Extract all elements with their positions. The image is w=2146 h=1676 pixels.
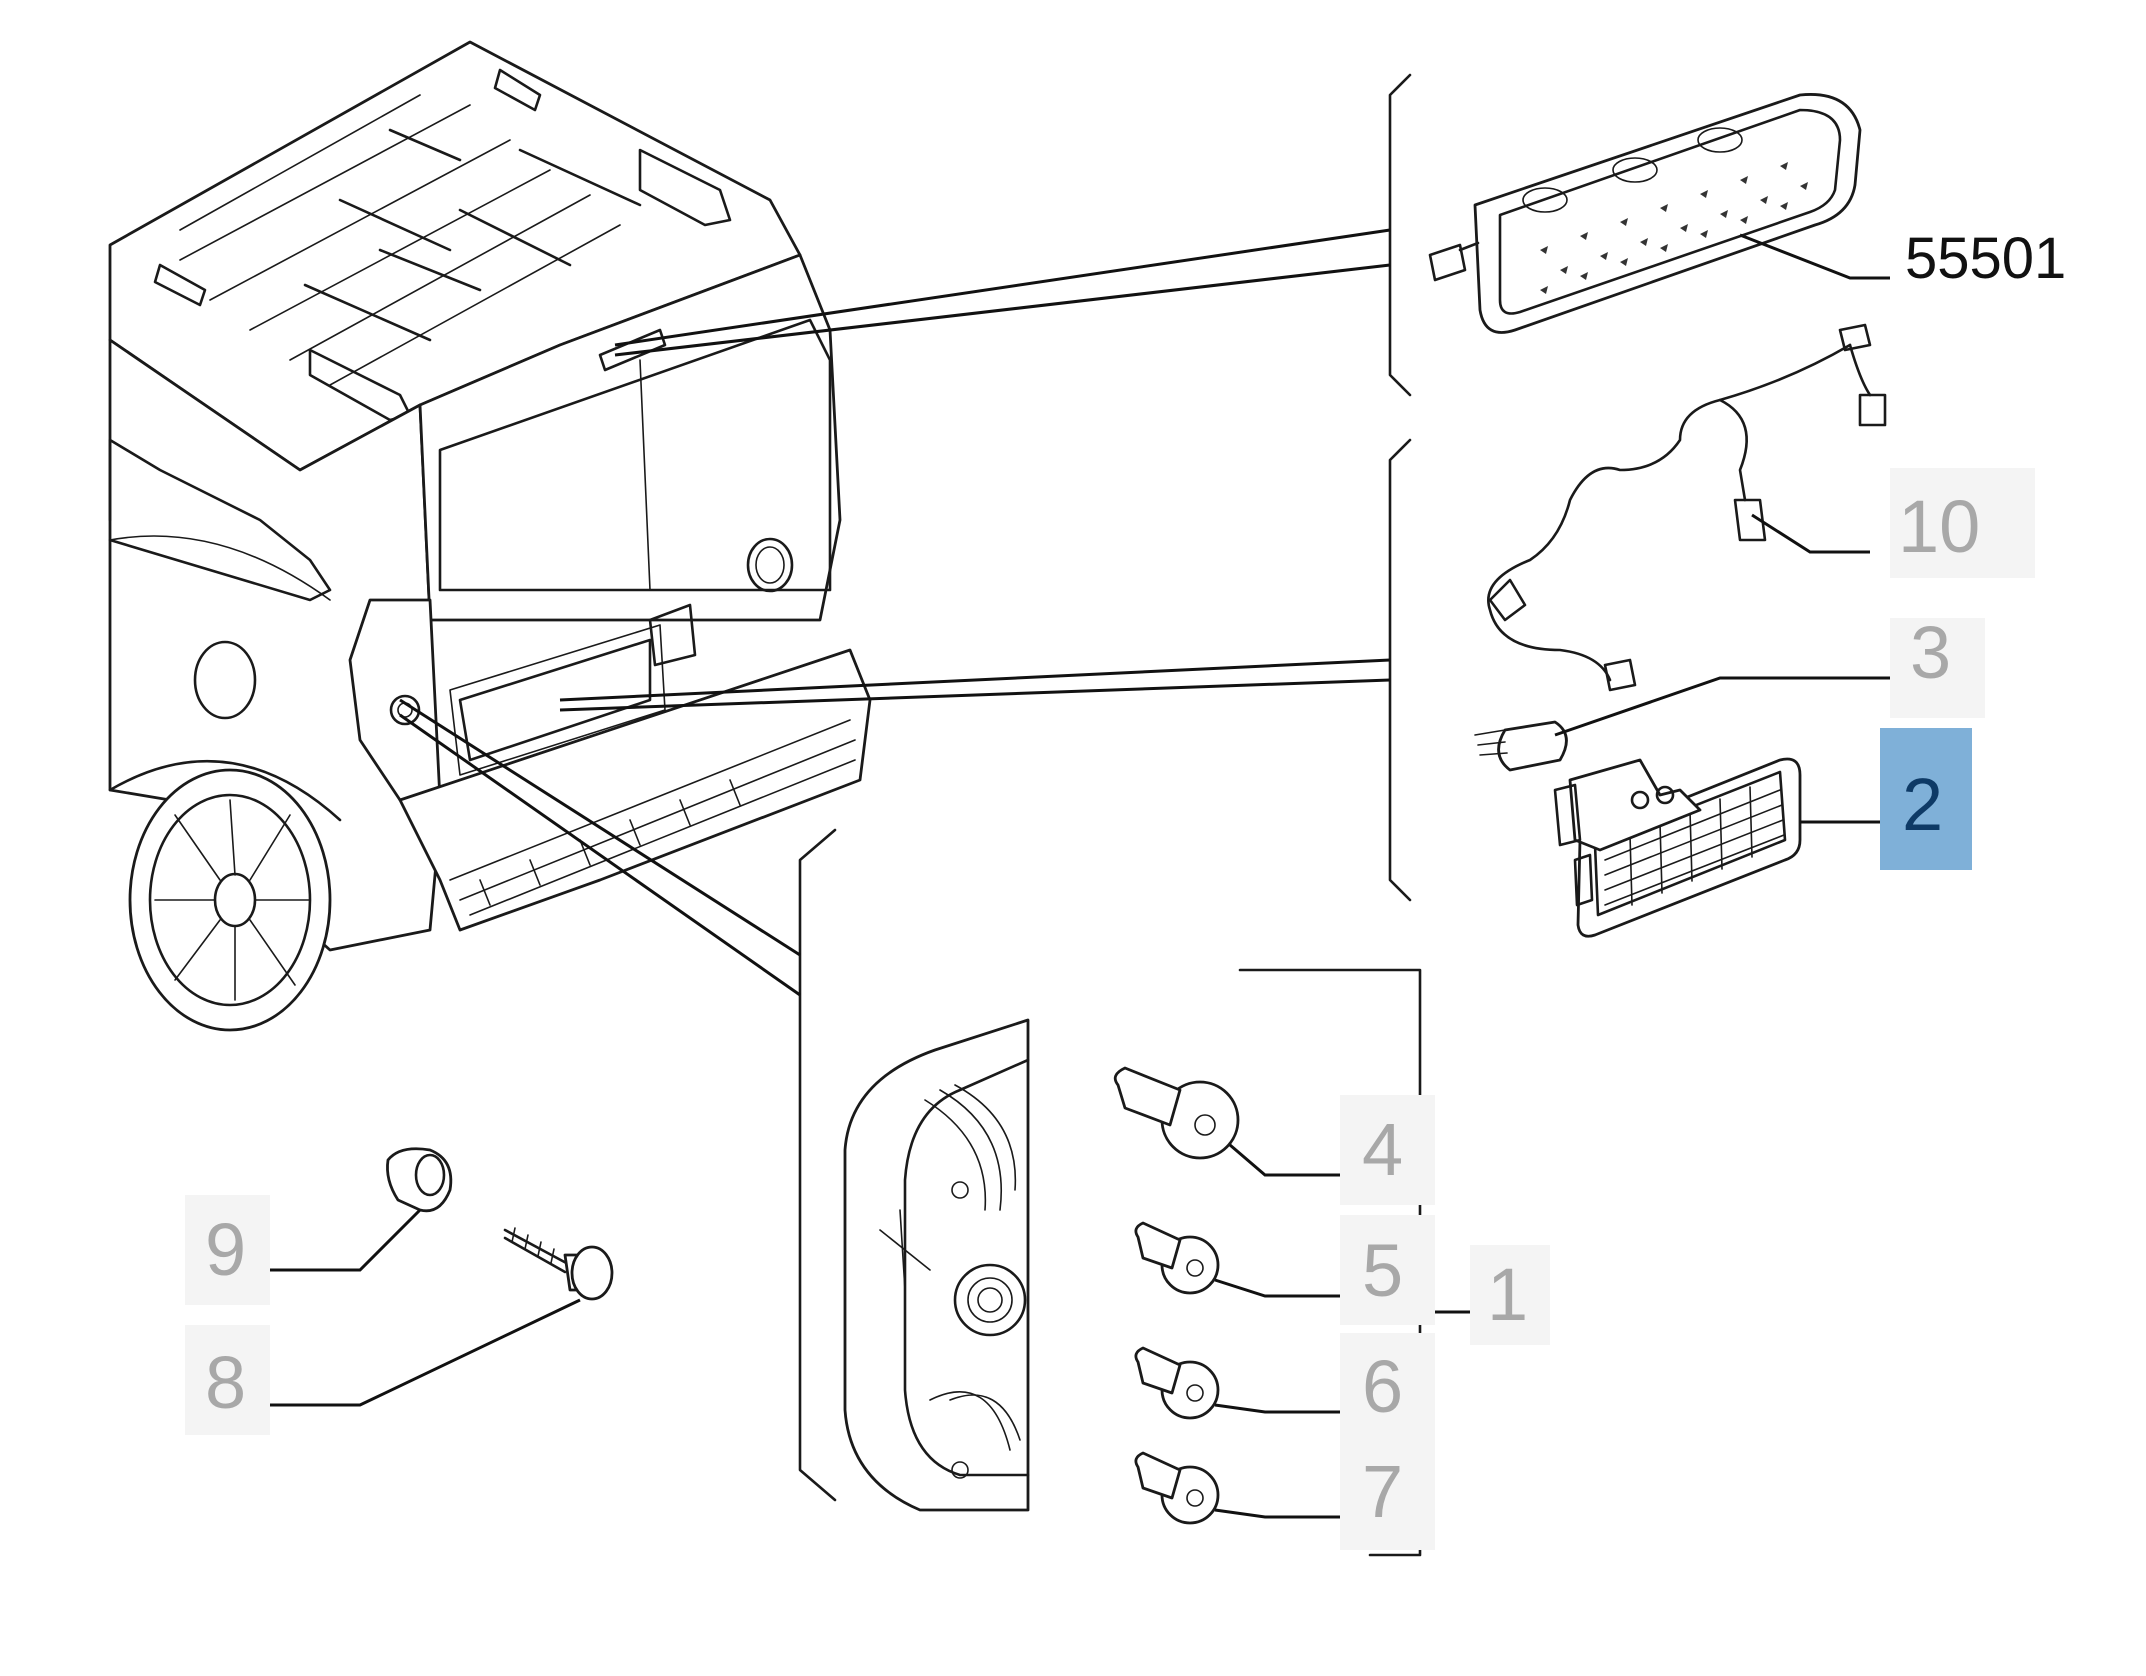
third-brake-light-55501 bbox=[1428, 93, 1862, 334]
callout-8[interactable]: 8 bbox=[185, 1325, 270, 1435]
plate-light-lens-grid bbox=[1604, 786, 1785, 906]
callout-7-text: 7 bbox=[1362, 1450, 1403, 1533]
bulb-7 bbox=[1134, 1451, 1220, 1525]
door-brake-light bbox=[598, 328, 667, 372]
badge-emblem bbox=[746, 537, 794, 593]
callout-3-box bbox=[1890, 618, 1985, 718]
callout-8-text: 8 bbox=[205, 1341, 246, 1424]
callout-1-text: 1 bbox=[1487, 1253, 1528, 1336]
callout-5-text: 5 bbox=[1362, 1229, 1403, 1312]
door-handle bbox=[648, 603, 697, 667]
callout-10-box bbox=[1890, 468, 2035, 578]
callout-5-box bbox=[1340, 1215, 1435, 1325]
callout-6-box bbox=[1340, 1333, 1435, 1443]
bumper-ribs bbox=[449, 719, 856, 916]
callout-10[interactable]: 10 bbox=[1890, 468, 2035, 578]
callout-7[interactable]: 7 bbox=[1340, 1440, 1435, 1550]
tail-lamp-assembly-1 bbox=[843, 1018, 1030, 1512]
rear-wheel bbox=[128, 768, 332, 1032]
callout-3[interactable]: 3 bbox=[1890, 611, 1985, 718]
callout-labels[interactable]: 55501 10 3 2 4 5 1 6 bbox=[185, 226, 2066, 1550]
callout-9[interactable]: 9 bbox=[185, 1195, 270, 1305]
callout-55501-text: 55501 bbox=[1905, 226, 2066, 291]
wedge-bulb-3 bbox=[1474, 720, 1568, 772]
screw-8 bbox=[503, 1227, 614, 1301]
harness-connector bbox=[1838, 323, 1872, 352]
leader-lines bbox=[268, 228, 1890, 1519]
clip-9 bbox=[386, 1147, 453, 1213]
callout-5[interactable]: 5 bbox=[1340, 1215, 1435, 1325]
van-illustration bbox=[108, 40, 872, 1032]
callout-6-text: 6 bbox=[1362, 1345, 1403, 1428]
callout-2[interactable]: 2 bbox=[1880, 728, 1972, 870]
bulb-6 bbox=[1134, 1346, 1220, 1420]
license-plate-light-2 bbox=[1553, 757, 1802, 938]
callout-9-text: 9 bbox=[205, 1208, 246, 1291]
wiring-harness-10 bbox=[1487, 323, 1887, 692]
callout-7-box bbox=[1340, 1440, 1435, 1550]
callout-10-text: 10 bbox=[1898, 485, 1980, 568]
brake-light-lens-pattern bbox=[1540, 162, 1808, 294]
callout-6[interactable]: 6 bbox=[1340, 1333, 1435, 1443]
callout-2-highlight bbox=[1880, 728, 1972, 870]
callout-4[interactable]: 4 bbox=[1340, 1095, 1435, 1205]
callout-3-text: 3 bbox=[1910, 611, 1951, 694]
callout-1-box bbox=[1470, 1245, 1550, 1345]
callout-55501[interactable]: 55501 bbox=[1905, 226, 2066, 291]
callout-2-text: 2 bbox=[1902, 763, 1943, 846]
roof-rails bbox=[153, 68, 732, 422]
callout-9-box bbox=[185, 1195, 270, 1305]
brake-light-connector bbox=[1428, 243, 1467, 282]
bulb-5 bbox=[1134, 1221, 1220, 1295]
callout-4-box bbox=[1340, 1095, 1435, 1205]
bulb-4 bbox=[1113, 1066, 1240, 1160]
van-side-window bbox=[108, 438, 332, 602]
callout-8-box bbox=[185, 1325, 270, 1435]
rear-bumper bbox=[398, 648, 872, 932]
callout-1[interactable]: 1 bbox=[1470, 1245, 1550, 1345]
roof-grooves bbox=[179, 94, 621, 386]
plate-recess bbox=[458, 638, 652, 762]
fuel-door bbox=[193, 640, 257, 720]
callout-4-text: 4 bbox=[1362, 1108, 1403, 1191]
